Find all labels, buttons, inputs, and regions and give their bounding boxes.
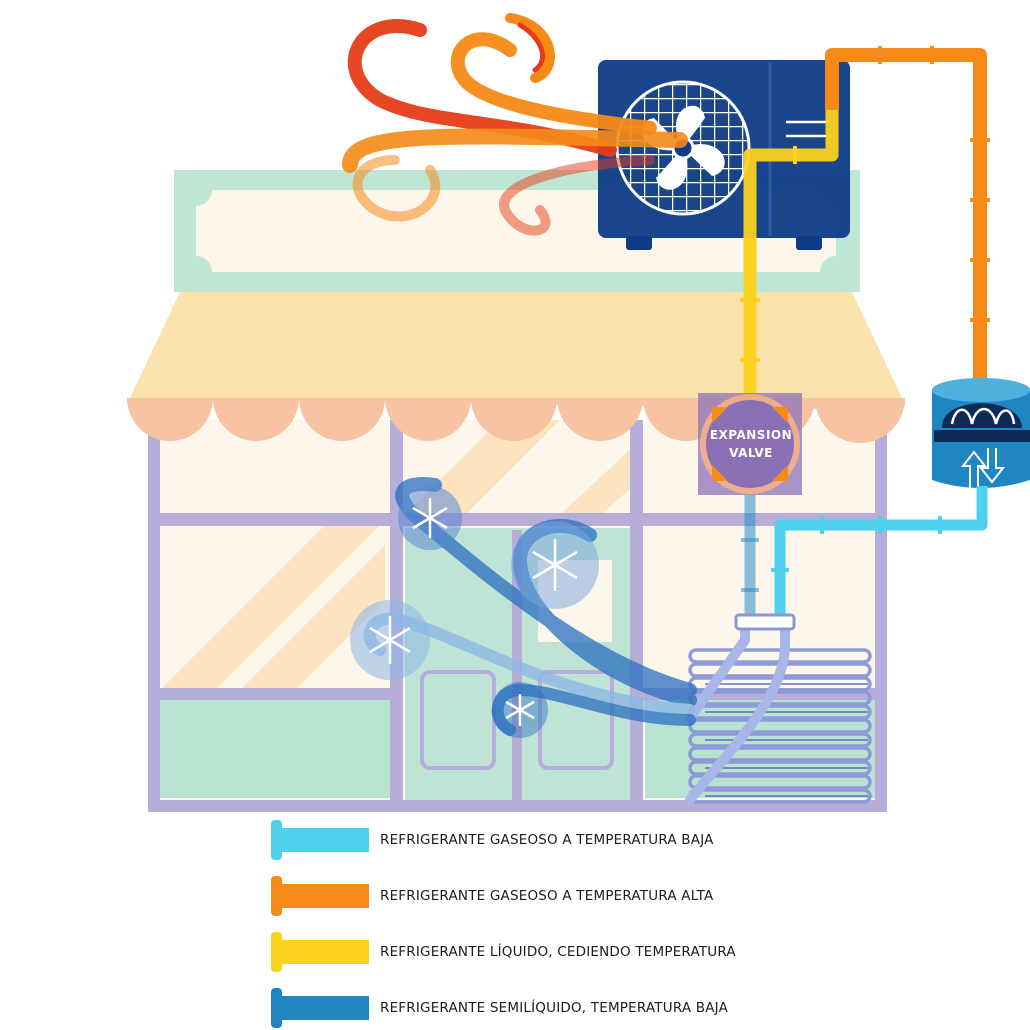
legend-swatch-hot-gas bbox=[271, 876, 369, 916]
legend bbox=[271, 820, 369, 1028]
window-reflection bbox=[240, 545, 385, 690]
expansion-valve-label-line1: EXPANSION bbox=[709, 428, 793, 442]
pipe-hot-gas bbox=[825, 46, 990, 380]
snowflake-icon bbox=[350, 486, 599, 738]
pipe-liquid bbox=[740, 110, 839, 420]
legend-label-hot-gas: REFRIGERANTE GASEOSO A TEMPERATURA ALTA bbox=[380, 888, 714, 904]
legend-label-liquid: REFRIGERANTE LÍQUIDO, CEDIENDO TEMPERATU… bbox=[380, 944, 736, 960]
wall-panel-left bbox=[160, 700, 390, 798]
heat-wave-icon bbox=[342, 13, 688, 236]
pipe-cold-gas bbox=[771, 486, 988, 620]
pipe-couplings bbox=[771, 516, 942, 572]
legend-swatch-cold-gas bbox=[271, 820, 369, 860]
window-reflection bbox=[160, 520, 385, 690]
compressor-icon bbox=[932, 378, 1030, 488]
unit-vent-lines bbox=[786, 120, 830, 138]
pipe-couplings bbox=[878, 46, 990, 322]
legend-swatch-semi-liquid bbox=[271, 988, 369, 1028]
expansion-valve bbox=[698, 393, 802, 495]
valve-corner-arrows bbox=[712, 407, 788, 481]
window-reflection bbox=[560, 440, 640, 515]
pipe-semi-liquid bbox=[741, 495, 759, 620]
legend-label-semi-liquid: REFRIGERANTE SEMILÍQUIDO, TEMPERATURA BA… bbox=[380, 1000, 729, 1016]
door-panel bbox=[538, 670, 614, 770]
fan-icon bbox=[615, 80, 751, 216]
legend-label-cold-gas: REFRIGERANTE GASEOSO A TEMPERATURA BAJA bbox=[380, 832, 714, 848]
pipe-couplings bbox=[740, 146, 797, 362]
legend-swatch-liquid bbox=[271, 932, 369, 972]
expansion-valve-label-line2: VALVE bbox=[729, 446, 773, 460]
